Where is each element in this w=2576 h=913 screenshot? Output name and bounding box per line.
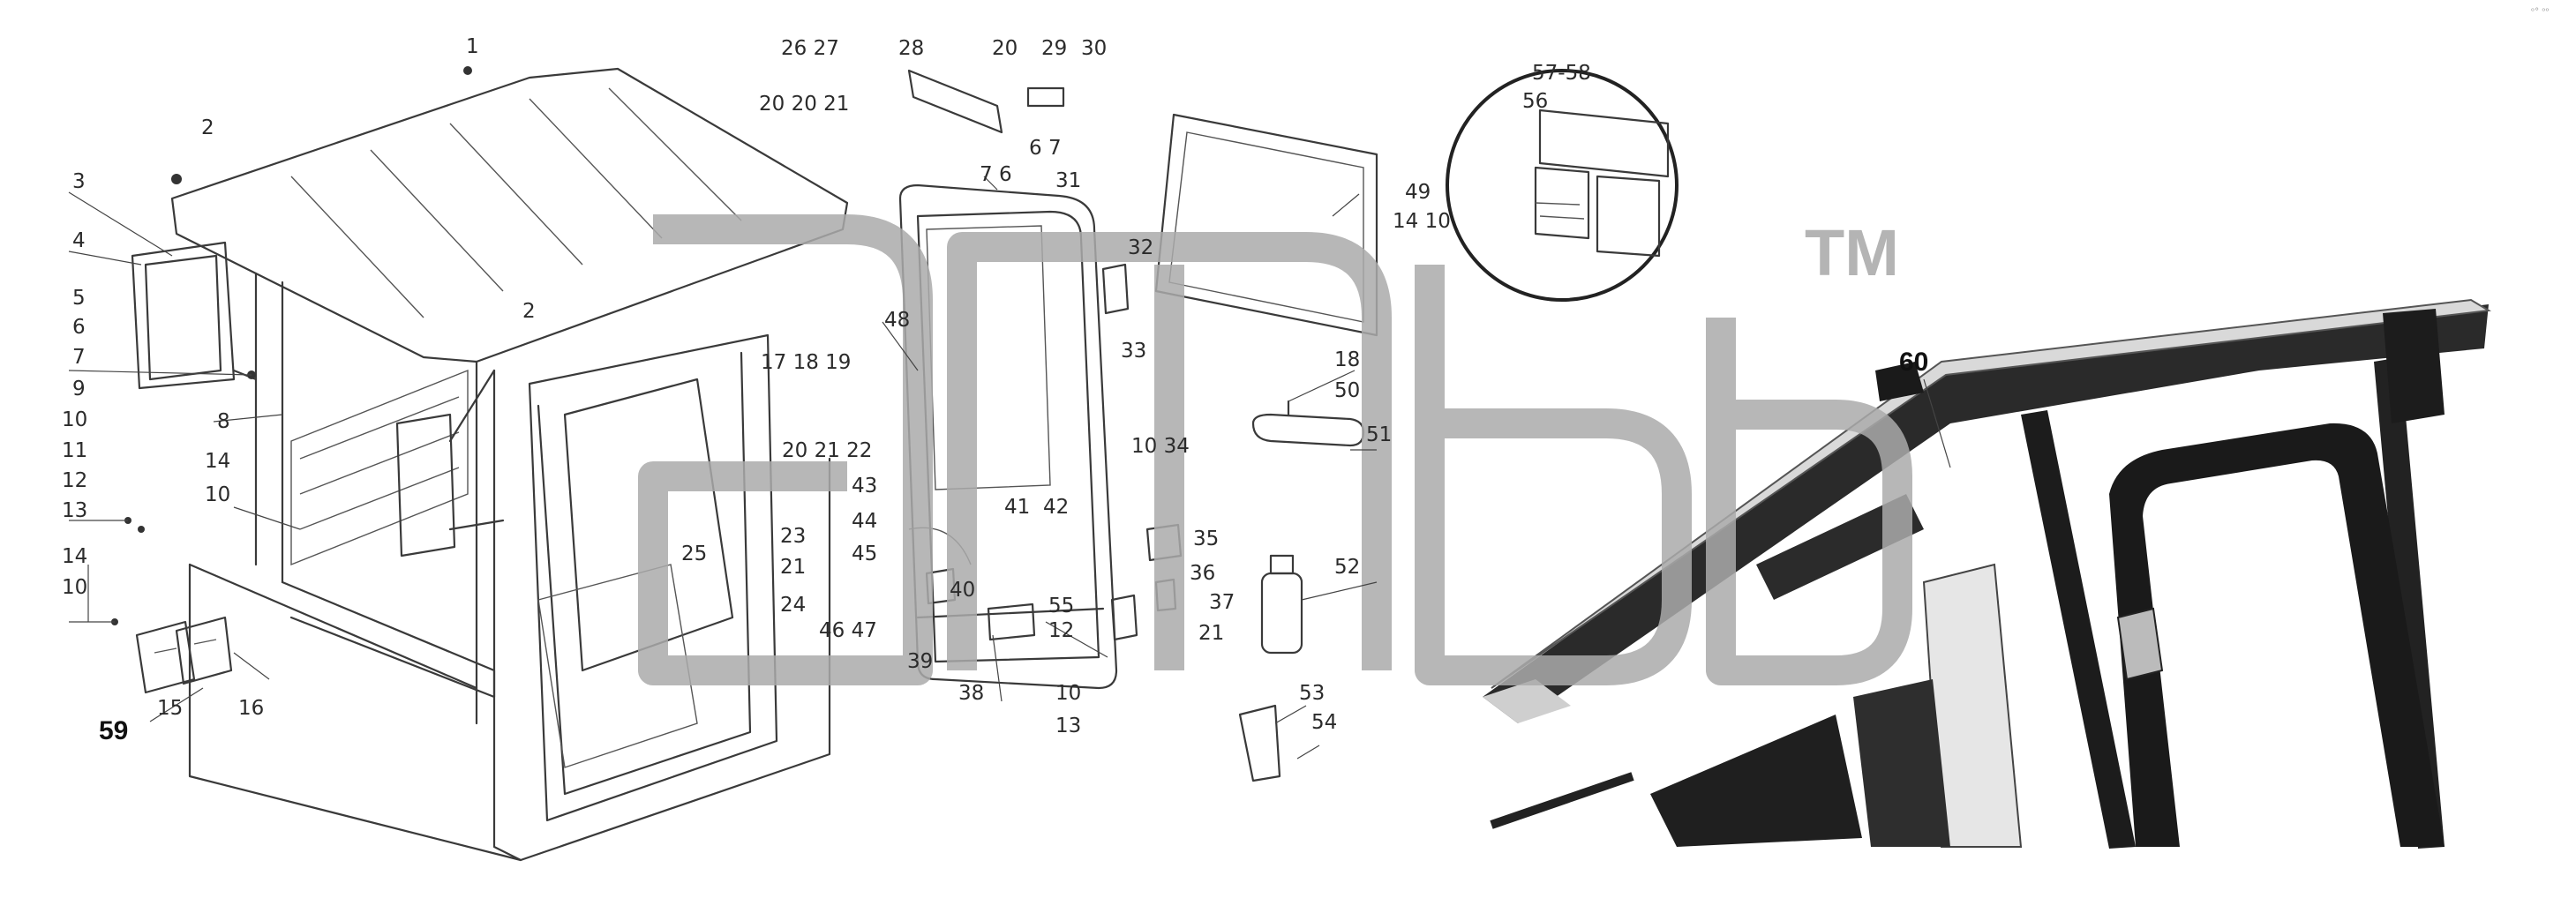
callout-2-right: 2 bbox=[522, 300, 536, 323]
callout-6-7: 6 7 bbox=[1029, 137, 1062, 160]
callout-9: 9 bbox=[72, 378, 86, 400]
callout-55: 55 bbox=[1048, 595, 1074, 617]
callout-48: 48 bbox=[884, 309, 910, 332]
callout-23: 23 bbox=[780, 525, 806, 548]
callout-1: 1 bbox=[466, 35, 479, 58]
leader-lines bbox=[68, 176, 1951, 760]
callout-25: 25 bbox=[681, 543, 707, 565]
callout-52: 52 bbox=[1334, 556, 1360, 579]
watermark-logo: TM bbox=[638, 214, 1912, 685]
callout-36: 36 bbox=[1190, 562, 1215, 585]
callout-37: 37 bbox=[1209, 591, 1235, 614]
callout-20-21-22: 20 21 22 bbox=[782, 439, 872, 462]
callout-20-20-21: 20 20 21 bbox=[759, 93, 849, 116]
callout-38: 38 bbox=[958, 682, 984, 705]
callout-14-10: 14 10 bbox=[1393, 210, 1451, 233]
callout-49: 49 bbox=[1405, 181, 1431, 204]
callout-10-c: 10 bbox=[62, 576, 87, 599]
callout-53: 53 bbox=[1299, 682, 1325, 705]
callout-54: 54 bbox=[1311, 711, 1337, 734]
callout-13: 13 bbox=[62, 499, 87, 522]
callout-13-b: 13 bbox=[1055, 715, 1081, 737]
callout-14: 14 bbox=[205, 450, 230, 473]
callout-29: 29 bbox=[1041, 37, 1067, 60]
callout-5: 5 bbox=[72, 287, 86, 310]
callout-51: 51 bbox=[1366, 423, 1392, 446]
cab-roof-render bbox=[1483, 298, 2492, 849]
callout-10-34: 10 34 bbox=[1131, 435, 1190, 458]
callout-56: 56 bbox=[1522, 90, 1548, 113]
callout-45: 45 bbox=[852, 543, 877, 565]
callout-7-6: 7 6 bbox=[980, 163, 1012, 186]
callout-16: 16 bbox=[238, 697, 264, 720]
callout-60: 60 bbox=[1899, 348, 1928, 377]
callout-42: 42 bbox=[1043, 496, 1069, 519]
corner-mark: ᵒ° ᵒᵒ bbox=[2531, 7, 2550, 17]
callout-39: 39 bbox=[907, 650, 933, 673]
callout-30: 30 bbox=[1081, 37, 1107, 60]
callout-3: 3 bbox=[72, 170, 86, 193]
callout-4: 4 bbox=[72, 229, 86, 252]
trademark-mark: TM bbox=[1805, 216, 1899, 289]
callout-40: 40 bbox=[950, 579, 975, 602]
callout-59: 59 bbox=[99, 716, 128, 745]
callout-15: 15 bbox=[157, 697, 183, 720]
callout-8: 8 bbox=[217, 410, 230, 433]
callout-17-18-19: 17 18 19 bbox=[761, 351, 851, 374]
callout-31: 31 bbox=[1055, 169, 1081, 192]
callout-24: 24 bbox=[780, 594, 806, 617]
callout-10-d: 10 bbox=[1055, 682, 1081, 705]
callout-11: 11 bbox=[62, 439, 87, 462]
callout-12-b: 12 bbox=[1048, 619, 1074, 642]
callout-21-b: 21 bbox=[1198, 622, 1224, 645]
detail-inset bbox=[1446, 69, 1679, 302]
callout-6: 6 bbox=[72, 316, 86, 339]
callout-44: 44 bbox=[852, 510, 877, 533]
callout-labels: 1 2 2 3 4 5 6 7 9 10 11 12 13 8 14 10 14… bbox=[62, 7, 2550, 745]
callout-2: 2 bbox=[201, 116, 214, 139]
callout-28: 28 bbox=[898, 37, 924, 60]
cab-frame-drawing bbox=[111, 66, 849, 862]
callout-10-b: 10 bbox=[205, 483, 230, 506]
callout-18: 18 bbox=[1334, 348, 1360, 371]
callout-14-b: 14 bbox=[62, 545, 87, 568]
callout-12: 12 bbox=[62, 469, 87, 492]
callout-50: 50 bbox=[1334, 379, 1360, 402]
callout-57-58: 57-58 bbox=[1532, 62, 1591, 85]
callout-7: 7 bbox=[72, 346, 86, 369]
callout-26-27: 26 27 bbox=[781, 37, 839, 60]
callout-32: 32 bbox=[1128, 236, 1153, 259]
callout-35: 35 bbox=[1193, 528, 1219, 550]
callout-20: 20 bbox=[992, 37, 1018, 60]
callout-41: 41 bbox=[1004, 496, 1030, 519]
callout-43: 43 bbox=[852, 475, 877, 498]
callout-46-47: 46 47 bbox=[819, 619, 877, 642]
callout-10: 10 bbox=[62, 408, 87, 431]
callout-33: 33 bbox=[1121, 340, 1146, 363]
callout-21: 21 bbox=[780, 556, 806, 579]
